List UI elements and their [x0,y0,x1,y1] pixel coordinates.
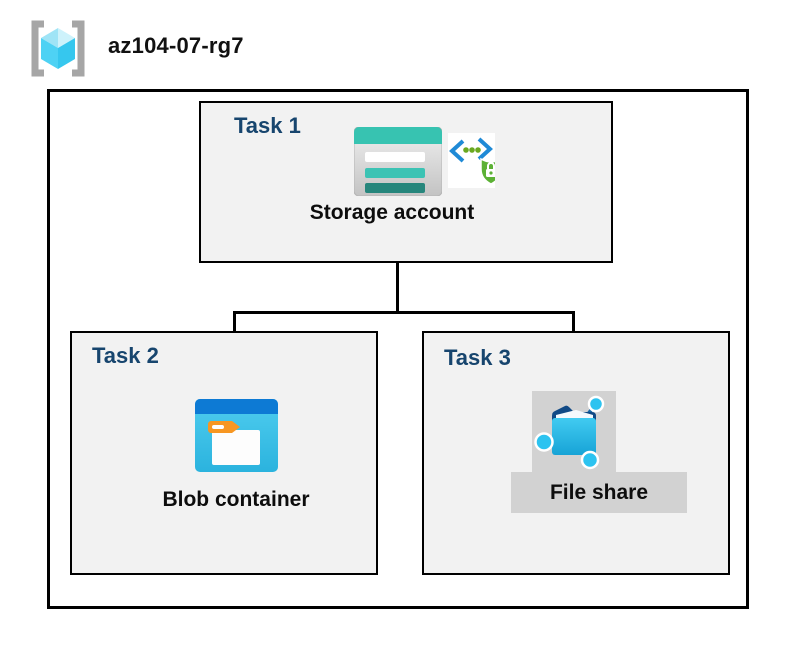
task2-heading: Task 2 [92,343,159,368]
connector-branch-horizontal [233,311,575,314]
task3-heading: Task 3 [444,345,511,370]
task2-box: Task 2 Blob container [70,331,378,575]
file-share-label-highlight [511,472,687,513]
secure-access-sas-icon [448,133,495,188]
resource-group-name: az104-07-rg7 [108,33,244,58]
storage-account-icon [354,127,442,196]
task3-box: Task 3 File share [422,331,730,575]
blob-container-icon [195,399,278,472]
file-share-label: File share [549,481,649,504]
storage-account-label: Storage account [309,201,475,224]
file-share-icon [534,395,605,470]
blob-container-label: Blob container [162,488,310,511]
task1-box: Task 1 Storage account [199,101,613,263]
azure-resource-group-icon [31,20,85,77]
connector-storage-trunk [396,236,399,313]
task1-heading: Task 1 [234,113,301,138]
